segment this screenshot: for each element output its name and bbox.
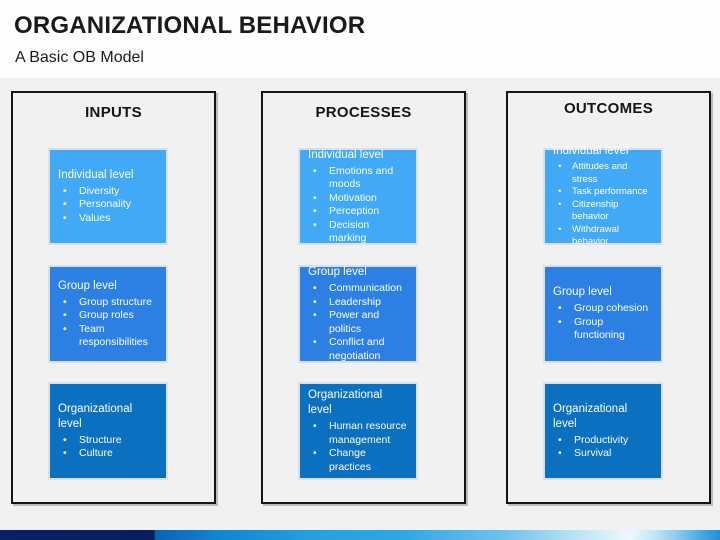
- bullet-list: Group cohesion Group functioning: [553, 302, 653, 343]
- list-item: Citizenship behavior: [553, 199, 653, 224]
- level-title: Group level: [308, 266, 367, 278]
- level-title: Organizational level: [553, 402, 628, 430]
- level-title: Group level: [58, 279, 117, 292]
- list-item: Group cohesion: [553, 302, 653, 316]
- list-item: Culture: [58, 447, 158, 461]
- outcomes-group-level-box: Group level Group cohesion Group functio…: [543, 265, 663, 363]
- inputs-group-level-box: Group level Group structure Group roles …: [48, 265, 168, 363]
- bullet-list: Diversity Personality Values: [58, 185, 158, 226]
- list-item: Communication: [308, 282, 408, 296]
- list-item: Change practices: [308, 447, 408, 474]
- level-title: Organizational level: [308, 389, 383, 416]
- list-item: Team responsibilities: [58, 323, 158, 350]
- bullet-list: Attitudes and stress Task performance Ci…: [553, 161, 653, 249]
- bullet-list: Communication Leadership Power and polit…: [308, 282, 408, 363]
- processes-individual-level-box: Individual level Emotions and moods Moti…: [298, 148, 418, 245]
- list-item: Survival: [553, 447, 653, 461]
- processes-group-level-box: Group level Communication Leadership Pow…: [298, 265, 418, 363]
- list-item: Power and politics: [308, 309, 408, 336]
- column-processes: PROCESSES Individual level Emotions and …: [261, 91, 466, 504]
- list-item: Structure: [58, 434, 158, 448]
- outcomes-individual-level-box: Individual level Attitudes and stress Ta…: [543, 145, 663, 247]
- list-item: Productivity: [553, 434, 653, 448]
- outcomes-organizational-level-box: Organizational level Productivity Surviv…: [543, 382, 663, 480]
- level-title: Individual level: [553, 145, 629, 158]
- bullet-list: Structure Culture: [58, 434, 158, 461]
- list-item: Motivation: [308, 192, 408, 206]
- list-item: Group functioning: [553, 316, 653, 343]
- bullet-list: Group structure Group roles Team respons…: [58, 296, 158, 350]
- bullet-list: Human resource management Change practic…: [308, 420, 408, 474]
- column-header-processes: PROCESSES: [315, 104, 412, 121]
- list-item: Group roles: [58, 309, 158, 323]
- column-outcomes: OUTCOMES Individual level Attitudes and …: [506, 91, 711, 504]
- list-item: Human resource management: [308, 420, 408, 447]
- list-item: Attitudes and stress: [553, 161, 653, 186]
- list-item: Emotions and moods: [308, 165, 408, 192]
- column-header-outcomes: OUTCOMES: [563, 100, 654, 117]
- bullet-list: Productivity Survival: [553, 434, 653, 461]
- bullet-list: Emotions and moods Motivation Perception…: [308, 165, 408, 246]
- page-subtitle: A Basic OB Model: [15, 49, 144, 66]
- level-title: Individual level: [58, 168, 134, 181]
- footer-gradient-bar: [0, 530, 720, 540]
- title-band: [0, 0, 720, 78]
- page-title: ORGANIZATIONAL BEHAVIOR: [14, 12, 366, 39]
- processes-organizational-level-box: Organizational level Human resource mana…: [298, 382, 418, 480]
- level-title: Group level: [553, 286, 612, 299]
- list-item: Leadership: [308, 296, 408, 310]
- list-item: Withdrawal behavior: [553, 224, 653, 249]
- list-item: Perception: [308, 205, 408, 219]
- list-item: Values: [58, 212, 158, 226]
- list-item: Group structure: [58, 296, 158, 310]
- list-item: Personality: [58, 198, 158, 212]
- column-inputs: INPUTS Individual level Diversity Person…: [11, 91, 216, 504]
- column-header-inputs: INPUTS: [85, 104, 142, 121]
- inputs-organizational-level-box: Organizational level Structure Culture: [48, 382, 168, 480]
- level-title: Individual level: [308, 148, 384, 161]
- list-item: Decision marking: [308, 219, 408, 246]
- list-item: Diversity: [58, 185, 158, 199]
- list-item: Conflict and negotiation: [308, 336, 408, 363]
- inputs-individual-level-box: Individual level Diversity Personality V…: [48, 148, 168, 245]
- level-title: Organizational level: [58, 402, 133, 430]
- list-item: Task performance: [553, 186, 653, 199]
